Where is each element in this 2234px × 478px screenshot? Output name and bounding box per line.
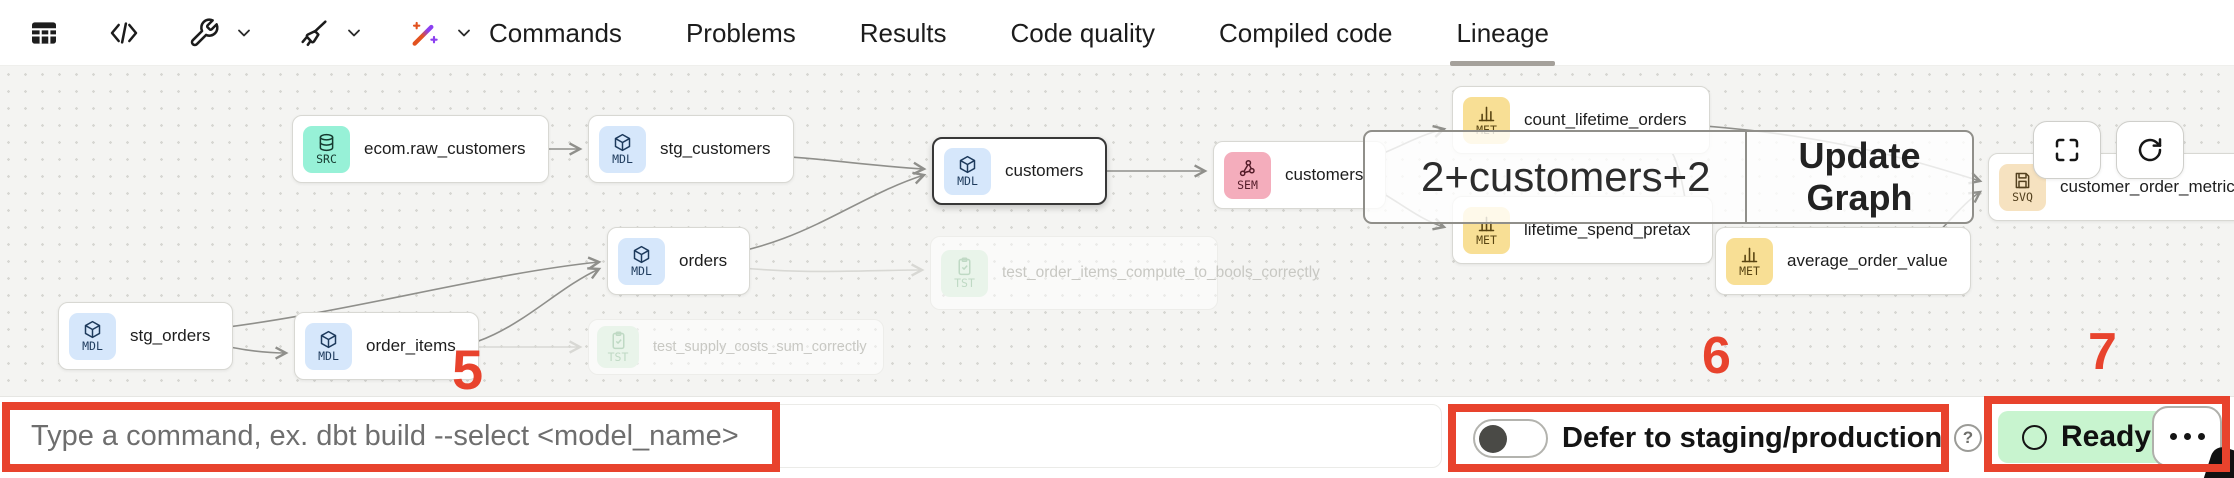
chevron-down-icon[interactable] [454, 23, 474, 43]
node-orders[interactable]: MDL orders [607, 227, 751, 295]
tab-problems[interactable]: Problems [686, 0, 796, 66]
node-customer-order-metrics[interactable]: SVQ customer_order_metrics [1988, 153, 2234, 221]
badge-label: MDL [612, 152, 633, 167]
panel-tabs: Commands Problems Results Code quality Compi… [489, 0, 1555, 66]
tab-lineage[interactable]: Lineage [1450, 0, 1555, 66]
popup-divider [1744, 132, 1747, 222]
toggle-knob [1479, 424, 1507, 453]
node-test-supply-costs[interactable]: TST test_supply_costs_sum_correctly [588, 319, 884, 375]
ready-status-badge[interactable]: Ready [1998, 411, 2176, 463]
refresh-icon[interactable] [2116, 121, 2184, 179]
fit-view-icon[interactable] [2033, 121, 2101, 179]
badge-label: MDL [631, 264, 652, 279]
wrench-icon[interactable] [184, 13, 224, 53]
tab-code-quality[interactable]: Code quality [1010, 0, 1155, 66]
model-badge-icon: MDL [599, 125, 646, 173]
node-test-order-items[interactable]: TST test_order_items_compute_to_bools_cor… [930, 236, 1320, 310]
node-label: customers [1285, 165, 1364, 184]
node-order-items[interactable]: MDL order_items [294, 312, 479, 380]
badge-label: SEM [1237, 178, 1258, 193]
defer-label: Defer to staging/production [1562, 421, 1943, 454]
model-badge-icon: MDL [69, 312, 116, 360]
metric-badge-icon: MET [1726, 237, 1773, 285]
node-customers-model[interactable]: MDL customers [932, 137, 1108, 205]
semantic-badge-icon: SEM [1224, 151, 1271, 199]
node-stg-orders[interactable]: MDL stg_orders [58, 302, 234, 370]
chevron-down-icon[interactable] [234, 23, 254, 43]
node-label: count_lifetime_orders [1524, 110, 1687, 129]
node-customers-semantic[interactable]: SEM customers [1213, 141, 1387, 209]
node-label: test_order_items_compute_to_bools_correc… [1002, 263, 1320, 281]
badge-label: MDL [318, 349, 339, 364]
lineage-selector-popup: 2+customers+2 Update Graph [1363, 130, 1974, 224]
badge-label: MET [1739, 264, 1760, 279]
editor-toolbar [24, 0, 474, 66]
clean-tools-group [294, 13, 364, 53]
chevron-down-icon[interactable] [344, 23, 364, 43]
source-badge-icon: SRC [303, 125, 350, 173]
tab-commands[interactable]: Commands [489, 0, 622, 66]
build-tools-group [184, 13, 254, 53]
node-label: customers [1005, 161, 1084, 180]
help-icon[interactable]: ? [1954, 424, 1982, 452]
test-badge-icon: TST [941, 249, 988, 297]
badge-label: MDL [957, 174, 978, 189]
top-toolbar: Commands Problems Results Code quality Compi… [0, 0, 2234, 66]
node-label: average_order_value [1787, 251, 1948, 270]
ai-tools-group [404, 13, 474, 53]
node-label: stg_orders [130, 326, 211, 345]
command-input[interactable] [9, 405, 1441, 467]
ready-label: Ready [2061, 420, 2152, 453]
badge-label: SRC [316, 152, 337, 167]
badge-label: SVQ [2012, 190, 2033, 205]
code-icon[interactable] [104, 13, 144, 53]
command-input-wrap [8, 404, 1442, 468]
model-badge-icon: MDL [618, 237, 665, 285]
badge-label: TST [607, 350, 629, 365]
broom-icon[interactable] [294, 13, 334, 53]
status-circle-icon [2022, 424, 2047, 450]
node-label: ecom.raw_customers [364, 139, 526, 158]
node-label: order_items [366, 336, 456, 355]
table-icon[interactable] [24, 13, 64, 53]
node-label: test_supply_costs_sum_correctly [653, 339, 867, 355]
node-label: lifetime_spend_pretax [1524, 220, 1691, 239]
test-badge-icon: TST [597, 326, 639, 368]
update-graph-button[interactable]: Update Graph [1747, 132, 1972, 222]
node-average-order-value[interactable]: MET average_order_value [1715, 227, 1971, 295]
node-label: customer_order_metrics [2060, 177, 2234, 196]
magic-wand-icon[interactable] [404, 13, 444, 53]
defer-toggle[interactable] [1473, 419, 1548, 458]
node-label: stg_customers [660, 139, 771, 158]
node-ecom-raw-customers[interactable]: SRC ecom.raw_customers [292, 115, 549, 183]
model-badge-icon: MDL [944, 147, 991, 195]
model-badge-icon: MDL [305, 322, 352, 370]
tab-results[interactable]: Results [860, 0, 947, 66]
node-stg-customers[interactable]: MDL stg_customers [588, 115, 794, 183]
badge-label: MDL [82, 339, 103, 354]
tab-compiled-code[interactable]: Compiled code [1219, 0, 1392, 66]
selector-query-input[interactable]: 2+customers+2 [1421, 153, 1711, 200]
command-bar: Defer to staging/production ? Ready [0, 396, 2234, 478]
badge-label: MET [1476, 233, 1497, 248]
node-label: orders [679, 251, 728, 270]
badge-label: TST [954, 276, 975, 291]
